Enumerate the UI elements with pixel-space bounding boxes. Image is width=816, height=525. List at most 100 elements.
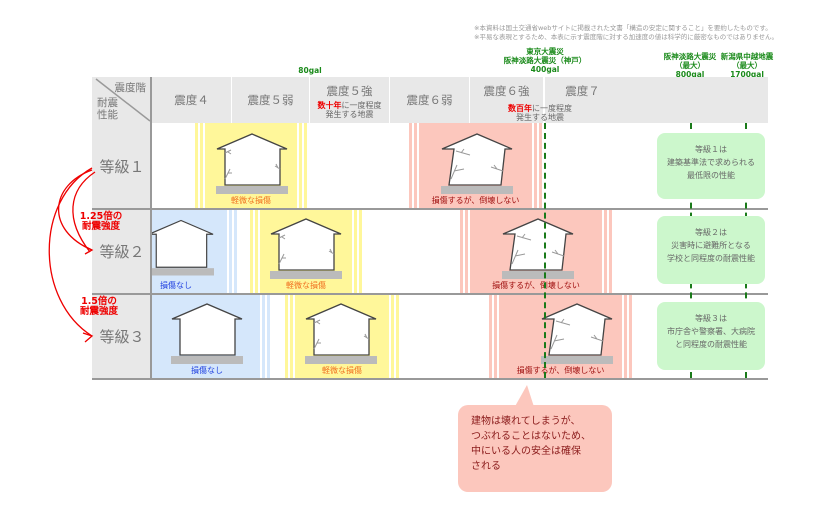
gal-1700-label: 新潟県中越地震 （最大） 1700gal bbox=[712, 52, 782, 79]
col-sub: 数百年に一度程度 bbox=[495, 104, 585, 113]
house-ok-icon bbox=[171, 303, 243, 365]
damage-label: 損傷するが、倒壊しない bbox=[516, 366, 605, 375]
quake-name: 阪神淡路大震災（神戸） bbox=[503, 56, 587, 65]
col-shindo-5-strong: 震度５強 数十年に一度程度 発生する地震 bbox=[310, 77, 390, 123]
col-label: 震度６弱 bbox=[406, 93, 453, 107]
col-shindo-6-strong: 震度６強 bbox=[470, 77, 545, 123]
no-damage-band: 損傷なし bbox=[152, 295, 270, 378]
callout-line: される bbox=[471, 461, 501, 472]
gal-value: 1700gal bbox=[730, 70, 764, 79]
house-minor-icon bbox=[216, 133, 288, 195]
house-minor-icon bbox=[305, 303, 377, 365]
house-major-icon bbox=[502, 218, 574, 280]
grade-column bbox=[92, 123, 152, 378]
col-shindo-4: 震度４ bbox=[152, 77, 232, 123]
grade-1-description: 等級１は建築基準法で求められる最低限の性能 bbox=[657, 133, 765, 199]
grade-3-strength: 1.5倍の耐震強度 bbox=[70, 297, 128, 317]
col-sub: 数十年に一度程度 bbox=[310, 101, 389, 110]
callout-tail bbox=[513, 385, 535, 410]
header-row bbox=[92, 77, 768, 123]
col-sub2: 発生する地震 bbox=[325, 110, 374, 119]
grade-2-strength: 1.25倍の耐震強度 bbox=[72, 212, 130, 232]
corner-bottom-line: 耐震 bbox=[97, 97, 118, 109]
grade-1-label: 等級１ bbox=[99, 158, 145, 176]
corner-bottom-label: 耐震 性能 bbox=[97, 97, 118, 121]
desc-line: 等級３は bbox=[695, 314, 727, 323]
grade-3-row: 損傷なし 軽微な損傷 損傷するが、倒壊しない bbox=[152, 295, 768, 378]
desc-line: 市庁舎や警察署、大病院 bbox=[667, 327, 755, 336]
strength-line: 耐震強度 bbox=[81, 221, 120, 232]
col-label: 震度５強 bbox=[326, 84, 373, 98]
row-divider bbox=[92, 293, 768, 295]
minor-damage-band: 軽微な損傷 bbox=[285, 295, 399, 378]
no-damage-band: 損傷なし bbox=[152, 210, 237, 293]
callout-box: 建物は壊れてしまうが、 つぶれることはないため、 中にいる人の安全は確保 される bbox=[458, 405, 612, 492]
damage-label: 軽微な損傷 bbox=[286, 281, 326, 290]
source-note: ※本資料は国土交通省webサイトに掲載された文書「構造の安定に関すること」を要約… bbox=[474, 24, 772, 32]
col-shindo-6-weak: 震度６弱 bbox=[390, 77, 470, 123]
desc-line: 最低限の性能 bbox=[687, 171, 735, 180]
disclaimer-note: ※平易な表現とするため、本表に示す震度階に対する加速度の値は科学的に厳密なもので… bbox=[474, 33, 779, 41]
desc-line: 学校と同程度の耐震性能 bbox=[667, 254, 755, 263]
damage-label: 損傷するが、倒壊しない bbox=[431, 196, 520, 205]
col-label: 震度７ bbox=[565, 84, 600, 98]
quake-name: （最大） bbox=[732, 61, 762, 70]
desc-line: 等級１は bbox=[695, 145, 727, 154]
col-shindo-5-weak: 震度５弱 bbox=[232, 77, 310, 123]
house-major-icon bbox=[541, 303, 613, 365]
callout-line: 中にいる人の安全は確保 bbox=[471, 446, 581, 457]
col-6-strong-sub: 数百年に一度程度 発生する地震 bbox=[495, 104, 585, 122]
freq-rest: に一度程度 bbox=[341, 101, 382, 110]
callout-line: 建物は壊れてしまうが、 bbox=[471, 416, 581, 427]
strength-line: 1.25倍の bbox=[79, 211, 123, 222]
quake-name: 阪神淡路大震災 bbox=[663, 52, 717, 61]
gal-80: 80gal bbox=[298, 66, 322, 75]
freq-red: 数十年 bbox=[317, 101, 342, 110]
gal-value: 800gal bbox=[675, 70, 705, 79]
corner-top-label: 震度階 bbox=[114, 82, 147, 94]
grade-2-row: 損傷なし 軽微な損傷 損傷するが、倒壊しない bbox=[152, 210, 768, 293]
damage-label: 損傷なし bbox=[160, 281, 192, 290]
strength-line: 耐震強度 bbox=[79, 306, 118, 317]
gal-400-label: 東京大震災 阪神淡路大震災（神戸） 400gal bbox=[480, 47, 610, 74]
major-damage-band: 損傷するが、倒壊しない bbox=[409, 123, 542, 208]
quake-name: （最大） bbox=[675, 61, 705, 70]
major-damage-band: 損傷するが、倒壊しない bbox=[460, 210, 612, 293]
gal-value: 400gal bbox=[530, 65, 560, 74]
quake-name: 新潟県中越地震 bbox=[720, 52, 774, 61]
desc-line: 災害時に避難所となる bbox=[671, 241, 751, 250]
grade-3-description: 等級３は市庁舎や警察署、大病院と同程度の耐震性能 bbox=[657, 302, 765, 370]
corner-bottom-line: 性能 bbox=[97, 109, 118, 121]
minor-damage-band: 軽微な損傷 bbox=[250, 210, 362, 293]
grade-2-label: 等級２ bbox=[99, 243, 145, 261]
freq-red: 数百年 bbox=[508, 104, 532, 113]
callout-line: つぶれることはないため、 bbox=[471, 431, 591, 442]
col-label: 震度５弱 bbox=[247, 93, 294, 107]
col-label: 震度６強 bbox=[483, 84, 530, 98]
gal-400-line bbox=[544, 123, 546, 378]
col-label: 震度４ bbox=[174, 93, 209, 107]
strength-arrows-icon bbox=[48, 167, 96, 343]
damage-label: 軽微な損傷 bbox=[231, 196, 271, 205]
quake-name: 東京大震災 bbox=[526, 47, 564, 56]
desc-line: と同程度の耐震性能 bbox=[675, 340, 747, 349]
house-major-icon bbox=[441, 133, 513, 195]
damage-label: 損傷なし bbox=[191, 366, 223, 375]
col-shindo-7: 震度７ bbox=[545, 77, 620, 123]
gal-800-label: 阪神淡路大震災 （最大） 800gal bbox=[650, 52, 730, 79]
grade-1-row: 軽微な損傷 損傷するが、倒壊しない bbox=[152, 123, 768, 208]
diagonal-line bbox=[95, 78, 151, 122]
row-divider bbox=[92, 208, 768, 210]
damage-label: 損傷するが、倒壊しない bbox=[492, 281, 580, 290]
col-sub2: 発生する地震 bbox=[516, 113, 564, 122]
freq-rest: に一度程度 bbox=[532, 104, 572, 113]
grade-3-label: 等級３ bbox=[99, 328, 145, 346]
house-ok-icon bbox=[152, 218, 214, 278]
minor-damage-band: 軽微な損傷 bbox=[195, 123, 307, 208]
desc-line: 等級２は bbox=[695, 228, 727, 237]
strength-line: 1.5倍の bbox=[81, 296, 117, 307]
desc-line: 建築基準法で求められる bbox=[667, 158, 755, 167]
house-minor-icon bbox=[270, 218, 342, 280]
corner-cell: 震度階 耐震 性能 bbox=[92, 77, 152, 123]
grade-2-description: 等級２は災害時に避難所となる学校と同程度の耐震性能 bbox=[657, 216, 765, 284]
